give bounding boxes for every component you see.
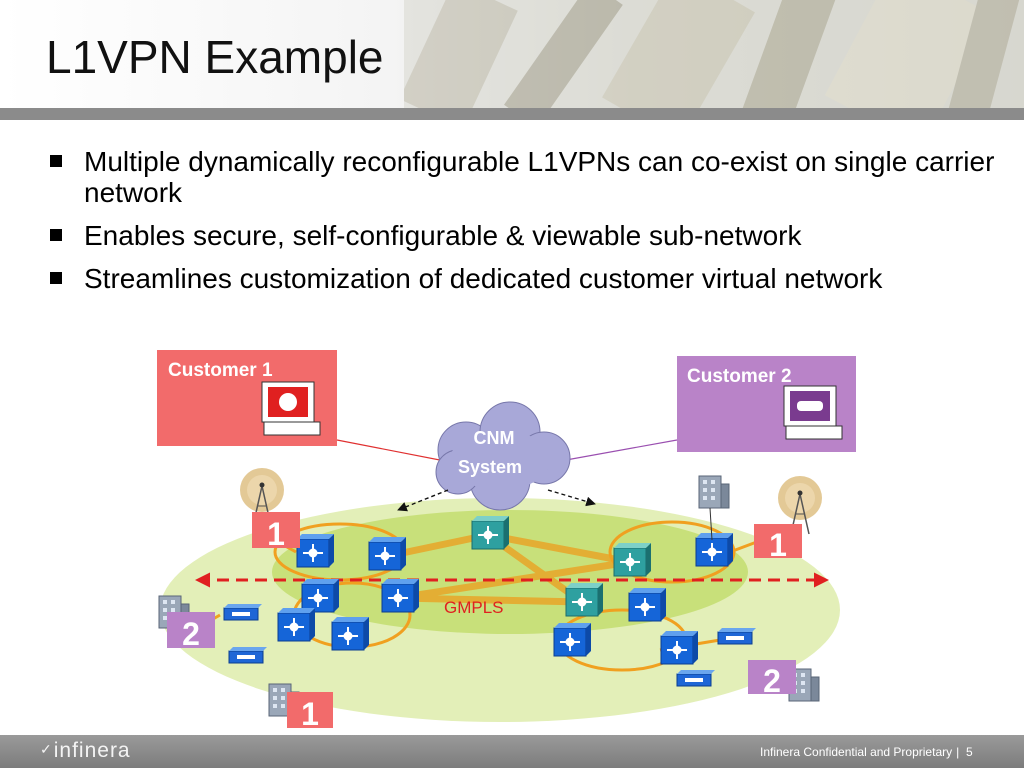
title-banner: L1VPN Example <box>0 0 1024 108</box>
edge-device-icon <box>223 603 263 621</box>
building-icon <box>698 475 730 509</box>
vpn-2-label: 2 <box>763 663 781 699</box>
network-switch-icon <box>301 578 340 613</box>
bullet-list: Multiple dynamically reconfigurable L1VP… <box>46 146 1006 306</box>
gmpls-label: GMPLS <box>444 598 504 617</box>
bullet-text: Enables secure, self-configurable & view… <box>84 220 802 251</box>
cnm-control-arrow-left <box>397 489 449 512</box>
edge-device-icon <box>717 627 757 645</box>
customer-2-label: Customer 2 <box>687 366 792 387</box>
bullet-text: Multiple dynamically reconfigurable L1VP… <box>84 146 995 208</box>
bullet-item: Streamlines customization of dedicated c… <box>46 263 1006 294</box>
vpn-1-label: 1 <box>769 527 787 563</box>
vpn-1-badge <box>252 512 300 548</box>
network-switch-icon <box>628 587 667 622</box>
building-link <box>709 507 713 541</box>
confidential-notice: Infinera Confidential and Proprietary| <box>760 745 967 759</box>
square-bullet-icon <box>50 229 62 241</box>
vpn-1-label: 1 <box>267 516 285 552</box>
l1vpn-network-diagram: Customer 1 Customer 2 CNM System <box>157 350 856 732</box>
network-switch-icon <box>296 533 335 568</box>
edge-device-icon <box>228 646 268 664</box>
title-divider <box>0 108 1024 120</box>
network-switch-icon <box>613 542 652 577</box>
square-bullet-icon <box>50 272 62 284</box>
vpn-2-label: 2 <box>182 616 200 652</box>
network-switch-icon <box>471 515 510 550</box>
network-switch-icon <box>695 532 734 567</box>
vpn-1-label: 1 <box>301 696 319 732</box>
customer-1-label: Customer 1 <box>168 360 273 381</box>
logo-check-icon: ✓ <box>40 741 53 757</box>
customer-2-link <box>554 439 678 463</box>
edge-device-icon <box>676 669 716 687</box>
banner-photo-image <box>404 0 1024 108</box>
network-switch-icon <box>331 616 370 651</box>
slide-title: L1VPN Example <box>46 31 384 83</box>
network-switch-icon <box>277 607 316 642</box>
cnm-system-cloud <box>435 401 571 511</box>
bullet-item: Multiple dynamically reconfigurable L1VP… <box>46 146 1006 208</box>
network-switch-icon <box>565 582 604 617</box>
footer-bar: ✓infinera Infinera Confidential and Prop… <box>0 735 1024 768</box>
system-label: System <box>458 457 522 477</box>
page-number: 5 <box>966 745 973 759</box>
network-switch-icon <box>660 630 699 665</box>
customer-1-link <box>336 439 451 463</box>
vpn-1-badge <box>287 692 333 728</box>
confidential-text: Infinera Confidential and Proprietary <box>760 745 953 759</box>
cnm-label: CNM <box>474 428 515 448</box>
bullet-item: Enables secure, self-configurable & view… <box>46 220 1006 251</box>
square-bullet-icon <box>50 155 62 167</box>
network-switch-icon <box>381 578 420 613</box>
network-switch-icon <box>553 622 592 657</box>
bullet-text: Streamlines customization of dedicated c… <box>84 263 883 294</box>
infinera-logo: ✓infinera <box>40 739 131 763</box>
customer-2-computer-icon <box>783 385 843 440</box>
customer-1-computer-icon <box>261 381 321 436</box>
network-switch-icon <box>368 536 407 571</box>
cnm-control-arrow-right <box>547 489 596 507</box>
logo-text: infinera <box>53 739 131 762</box>
vpn-2-badge <box>748 660 796 694</box>
vpn-1-badge <box>754 524 802 558</box>
vpn-2-badge <box>167 612 215 648</box>
core-network-area <box>272 510 748 634</box>
footer-separator: | <box>956 745 960 759</box>
